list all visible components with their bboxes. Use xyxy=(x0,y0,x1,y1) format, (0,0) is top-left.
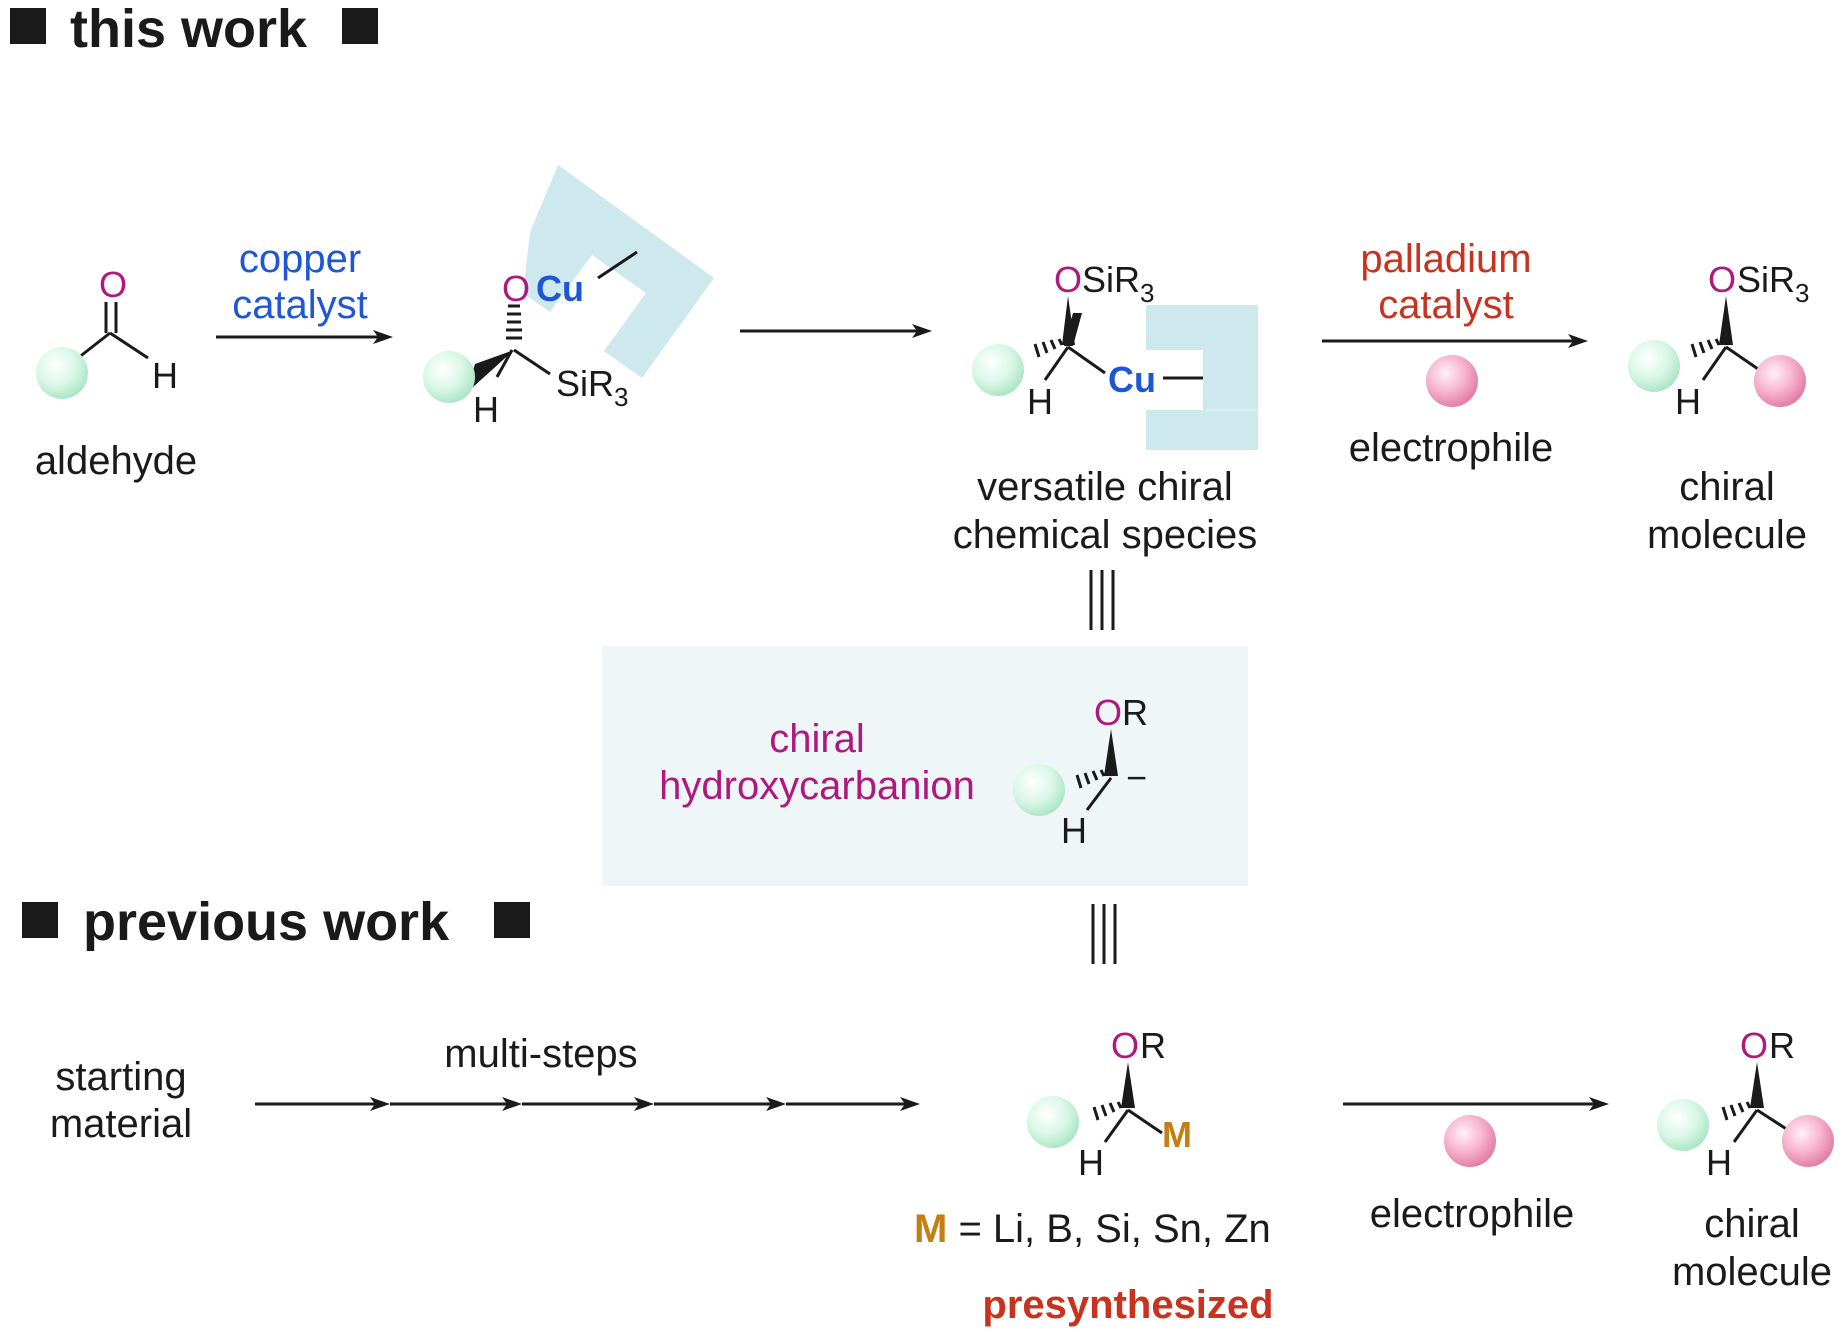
hashed-wedge-ball xyxy=(1721,1101,1752,1121)
organometallic-hydrogen: H xyxy=(1078,1142,1104,1183)
this-work-header: this work xyxy=(70,0,308,59)
green-ball-substituent xyxy=(423,351,475,403)
intermediate1-structure: O Cu H SiR3 xyxy=(423,165,714,430)
multi-step-arrows xyxy=(255,1097,920,1111)
electrophile-arrow-lower xyxy=(1343,1097,1609,1111)
intermediate1-oxygen: O xyxy=(502,268,530,309)
carbanion-oxygen: O xyxy=(1094,692,1122,733)
product-top-label-1: chiral xyxy=(1679,465,1775,509)
intermediate2-label-2: chemical species xyxy=(953,513,1258,557)
multi-steps-label: multi-steps xyxy=(444,1032,637,1076)
rearrangement-arrow xyxy=(740,324,932,338)
pink-ball-electrophile xyxy=(1444,1115,1496,1167)
intermediate2-silyl: SiR3 xyxy=(1082,259,1154,308)
equivalence-sign-lower xyxy=(1091,904,1117,964)
pink-ball-electrophile xyxy=(1426,355,1478,407)
presynthesized-label: presynthesized xyxy=(982,1283,1273,1327)
green-ball-substituent xyxy=(972,344,1024,396)
copper-catalyst-shape xyxy=(523,165,714,378)
intermediate2-structure: O SiR3 H Cu xyxy=(972,259,1258,450)
pink-ball-substituent xyxy=(1782,1115,1834,1167)
header-square-left xyxy=(10,8,46,44)
product-top-oxygen: O xyxy=(1708,259,1736,300)
green-ball-substituent xyxy=(1027,1096,1079,1148)
green-ball-substituent xyxy=(1013,764,1065,816)
intermediate2-label-1: versatile chiral xyxy=(977,465,1233,509)
product-bottom-structure: O R H xyxy=(1657,1025,1834,1183)
hashed-wedge-ball xyxy=(1690,338,1721,358)
carbanion-label-1: chiral xyxy=(769,717,865,761)
palladium-arrow xyxy=(1322,334,1588,348)
copper-catalyst-label-2: catalyst xyxy=(232,283,368,327)
product-bottom-label-1: chiral xyxy=(1704,1202,1800,1246)
hashed-wedge-ball xyxy=(1092,1101,1123,1121)
product-bottom-r: R xyxy=(1769,1025,1795,1066)
green-ball-substituent xyxy=(36,347,88,399)
copper-arrow xyxy=(216,330,393,344)
pink-ball-substituent xyxy=(1754,355,1806,407)
hashed-wedge-o xyxy=(506,304,522,340)
starting-material-label-1: starting xyxy=(55,1055,186,1099)
product-top-silyl: SiR3 xyxy=(1737,259,1809,308)
header-square-right xyxy=(342,8,378,44)
product-bottom-hydrogen: H xyxy=(1706,1142,1732,1183)
green-ball-substituent xyxy=(1628,340,1680,392)
carbanion-hydrogen: H xyxy=(1061,810,1087,851)
product-top-label-2: molecule xyxy=(1647,513,1807,557)
organometallic-oxygen: O xyxy=(1111,1025,1139,1066)
organometallic-structure: O R H M xyxy=(1027,1025,1192,1183)
header-square-right xyxy=(494,902,530,938)
metal-definition: M = Li, B, Si, Sn, Zn xyxy=(914,1207,1271,1251)
intermediate2-hydrogen: H xyxy=(1027,381,1053,422)
aldehyde-label: aldehyde xyxy=(35,439,197,483)
green-ball-substituent xyxy=(1657,1099,1709,1151)
copper-catalyst-label-1: copper xyxy=(239,237,361,281)
carbanion-charge: − xyxy=(1126,757,1147,798)
aldehyde-hydrogen: H xyxy=(152,355,178,396)
palladium-catalyst-label-2: catalyst xyxy=(1378,283,1514,327)
header-square-left xyxy=(22,902,58,938)
intermediate1-silyl: SiR3 xyxy=(556,363,628,412)
carbanion-label-2: hydroxycarbanion xyxy=(659,764,975,808)
organometallic-r: R xyxy=(1140,1025,1166,1066)
intermediate1-hydrogen: H xyxy=(473,389,499,430)
organometallic-metal: M xyxy=(1162,1114,1192,1155)
carbanion-r: R xyxy=(1122,692,1148,733)
starting-material-label-2: material xyxy=(50,1102,192,1146)
product-top-structure: O SiR3 H xyxy=(1628,259,1809,422)
hashed-wedge-ball xyxy=(1075,769,1106,789)
hashed-wedge-ball xyxy=(1033,338,1064,358)
carbanion-panel xyxy=(602,646,1248,886)
aldehyde-oxygen: O xyxy=(99,264,127,305)
intermediate2-oxygen: O xyxy=(1054,259,1082,300)
copper-catalyst-shape xyxy=(1146,305,1258,450)
aldehyde-structure: O H xyxy=(36,264,178,399)
carbanion-structure: O R H − xyxy=(1013,692,1148,851)
product-bottom-oxygen: O xyxy=(1740,1025,1768,1066)
product-top-hydrogen: H xyxy=(1675,381,1701,422)
previous-work-header: previous work xyxy=(83,892,450,952)
product-bottom-label-2: molecule xyxy=(1672,1250,1832,1294)
intermediate1-copper: Cu xyxy=(536,268,584,309)
equivalence-sign-upper xyxy=(1089,570,1115,630)
electrophile-label-top: electrophile xyxy=(1349,426,1554,470)
intermediate2-copper: Cu xyxy=(1108,359,1156,400)
palladium-catalyst-label-1: palladium xyxy=(1360,237,1531,281)
electrophile-label-bottom: electrophile xyxy=(1370,1192,1575,1236)
